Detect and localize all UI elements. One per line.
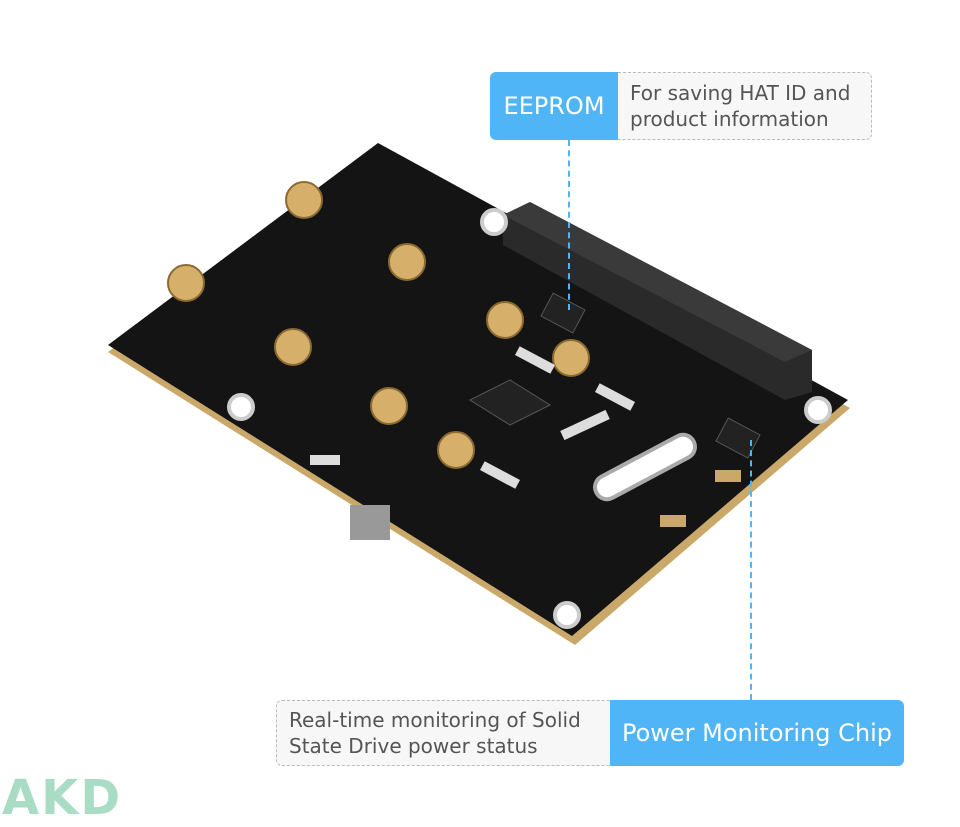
connector-bracket — [350, 505, 390, 540]
callout-description: For saving HAT ID and product informatio… — [618, 72, 872, 140]
eeprom-callout: EEPROM For saving HAT ID and product inf… — [490, 72, 872, 140]
power-chip-leader-line — [750, 440, 752, 700]
gpio-header-top — [503, 202, 812, 362]
power-monitoring-callout: Real-time monitoring of Solid State Driv… — [276, 700, 904, 766]
callout-description: Real-time monitoring of Solid State Driv… — [276, 700, 610, 766]
callout-label: EEPROM — [490, 72, 618, 140]
chips — [468, 292, 761, 459]
brand-logo: AKD — [2, 770, 123, 826]
board-body — [108, 143, 848, 636]
mounting-holes — [227, 208, 832, 629]
callout-label: Power Monitoring Chip — [610, 700, 904, 766]
smd-components — [310, 346, 741, 527]
eeprom-leader-line — [568, 140, 570, 310]
standoffs — [167, 181, 590, 469]
slot-hole — [593, 432, 697, 502]
